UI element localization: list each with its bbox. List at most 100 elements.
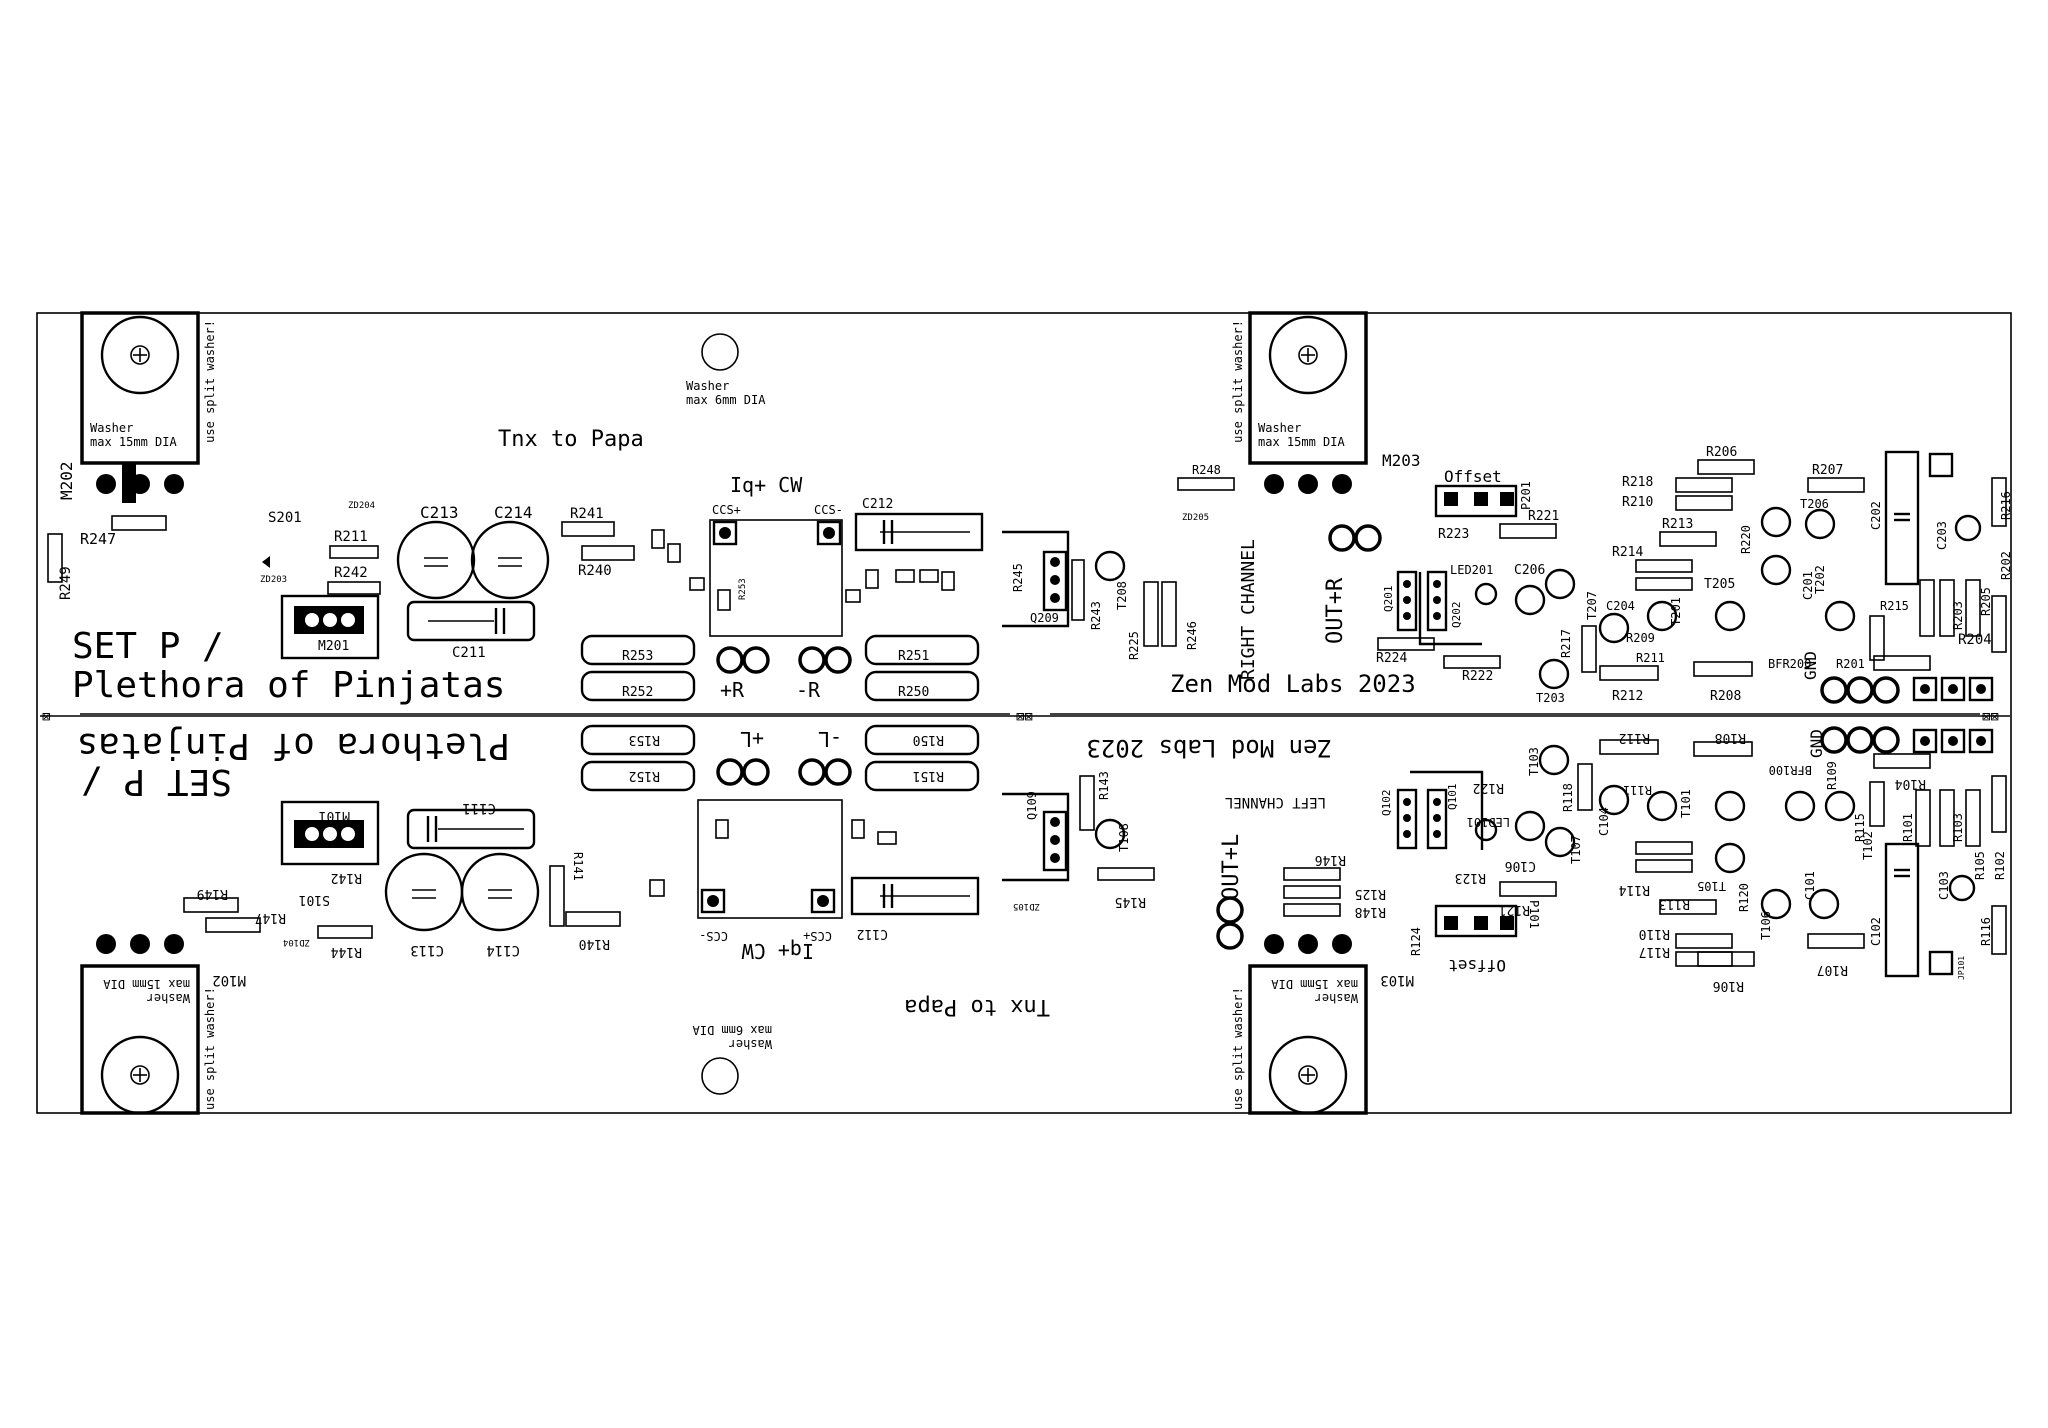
resistor-r250: R250	[864, 670, 980, 702]
resistor-r116	[1991, 905, 2007, 955]
svg-text:Q201: Q201	[1382, 586, 1395, 613]
ref-r121: R121	[1499, 902, 1530, 917]
resistor-r224	[1377, 637, 1435, 651]
washer-label: Washer	[90, 421, 133, 435]
svg-text:R151: R151	[913, 768, 944, 783]
ref-r243: R243	[1089, 601, 1103, 630]
resistor-r106	[1697, 951, 1755, 967]
resistor-r206	[1697, 459, 1755, 475]
ref-r141: R141	[571, 852, 585, 881]
ref-r249: R249	[58, 566, 74, 600]
svg-text:R153: R153	[629, 732, 660, 747]
ref-t105: T105	[1697, 879, 1726, 893]
ref-t203: T203	[1536, 691, 1565, 705]
svg-text:-R: -R	[796, 678, 821, 702]
ref-r241: R241	[570, 506, 604, 522]
resistor-r249	[47, 533, 63, 583]
ref-t107: T107	[1569, 835, 1583, 864]
resistor-r114	[1635, 841, 1693, 855]
ref-r240: R240	[578, 563, 612, 579]
svg-text:P101: P101	[1527, 900, 1541, 929]
ref-r216: R216	[1999, 491, 2013, 520]
led-led201	[1474, 582, 1498, 606]
svg-text:R150: R150	[913, 732, 944, 747]
resistor-r216	[1991, 477, 2007, 527]
ref-t101: T101	[1679, 789, 1693, 818]
resistor-r103	[1939, 789, 1955, 847]
ref-r122: R122	[1473, 780, 1504, 795]
resistor-r205	[1965, 579, 1981, 637]
resistor-r112	[1599, 739, 1659, 755]
resistor-r214	[1635, 559, 1693, 573]
svg-text:R253: R253	[622, 649, 653, 664]
svg-text:T208: T208	[1115, 581, 1129, 610]
ref-r118: R118	[1561, 783, 1575, 812]
resistor-r217	[1581, 625, 1597, 673]
resistor-r114b	[1635, 859, 1693, 873]
resistor-r213	[1659, 531, 1717, 547]
thanks-text-bottom: Tnx to Papa	[904, 994, 1050, 1019]
transistor-t108: T108	[1094, 818, 1131, 852]
transistor-q109: Q109	[1002, 791, 1070, 882]
svg-text:Q209: Q209	[1030, 611, 1059, 625]
ref-zd205: ZD205	[1182, 513, 1209, 523]
resistor-r207	[1807, 477, 1865, 493]
resistor-r141	[549, 865, 565, 927]
resistor-r210	[1675, 495, 1733, 511]
svg-text:C112: C112	[857, 926, 888, 941]
capacitor-c112: C112	[850, 876, 980, 941]
ref-zd105: ZD105	[1013, 901, 1040, 911]
transistor-q209: Q209 R245	[1002, 530, 1070, 628]
svg-text:max 15mm DIA: max 15mm DIA	[1271, 977, 1358, 991]
resistor-r252: R252	[580, 670, 696, 702]
svg-text:Offset: Offset	[1444, 467, 1502, 486]
resistor-r203a	[1919, 579, 1935, 637]
ref-r103: R103	[1951, 813, 1965, 842]
transistor-t103: T103	[1527, 744, 1570, 776]
ref-r214: R214	[1612, 545, 1643, 560]
svg-text:T206: T206	[1800, 497, 1829, 511]
ref-c201: C201	[1801, 571, 1815, 600]
ref-r206: R206	[1706, 445, 1737, 460]
mount-hole-top: Washer max 6mm DIA	[686, 333, 766, 407]
terminal-minus-l: -L	[798, 727, 852, 786]
diode-zd203	[262, 556, 270, 568]
board-title-bottom-line2: Plethora of Pinjatas	[77, 725, 510, 766]
resistor-r212	[1599, 665, 1659, 681]
svg-text:C102: C102	[1869, 917, 1883, 946]
transistor-t205	[1760, 554, 1792, 586]
ref-r101: R101	[1901, 813, 1915, 842]
resistor-r222	[1443, 655, 1501, 669]
output-terminal-left: OUT+L	[1216, 834, 1244, 950]
resistor-r202	[1991, 595, 2007, 653]
resistor-r101	[1915, 789, 1931, 847]
led-led101	[1474, 818, 1498, 842]
svg-text:GND: GND	[1801, 651, 1820, 680]
svg-text:max 15mm DIA: max 15mm DIA	[103, 977, 190, 991]
svg-text:CCS+: CCS+	[803, 929, 832, 943]
svg-text:M102: M102	[212, 972, 246, 988]
terminal-plus-r: +R	[716, 646, 770, 702]
resistor-r117	[1675, 951, 1733, 967]
ref-jp101: JP101	[1957, 956, 1966, 980]
resistor-r151: R151	[864, 760, 980, 792]
ref-r117: R117	[1639, 944, 1670, 959]
svg-text:R251: R251	[898, 649, 929, 664]
capacitor-c101	[1808, 888, 1840, 920]
ref-r248: R248	[1192, 463, 1221, 477]
svg-text:-L: -L	[818, 727, 842, 751]
ref-r123: R123	[1455, 870, 1486, 885]
svg-text:max 6mm DIA: max 6mm DIA	[686, 393, 766, 407]
ref-r210: R210	[1622, 495, 1653, 510]
ref-t201: T201	[1669, 597, 1683, 626]
svg-text:Washer: Washer	[1258, 421, 1301, 435]
ccs-module-bottom: CCS- CCS+ Iq+ CW	[649, 799, 897, 963]
resistor-r153: R153	[580, 724, 696, 756]
ref-r106: R106	[1713, 978, 1744, 993]
resistor-r247	[111, 515, 167, 531]
ref-r142: R142	[331, 870, 362, 885]
svg-text:M203: M203	[1382, 451, 1421, 470]
ref-r208: R208	[1710, 689, 1741, 704]
ref-r120: R120	[1737, 883, 1751, 912]
